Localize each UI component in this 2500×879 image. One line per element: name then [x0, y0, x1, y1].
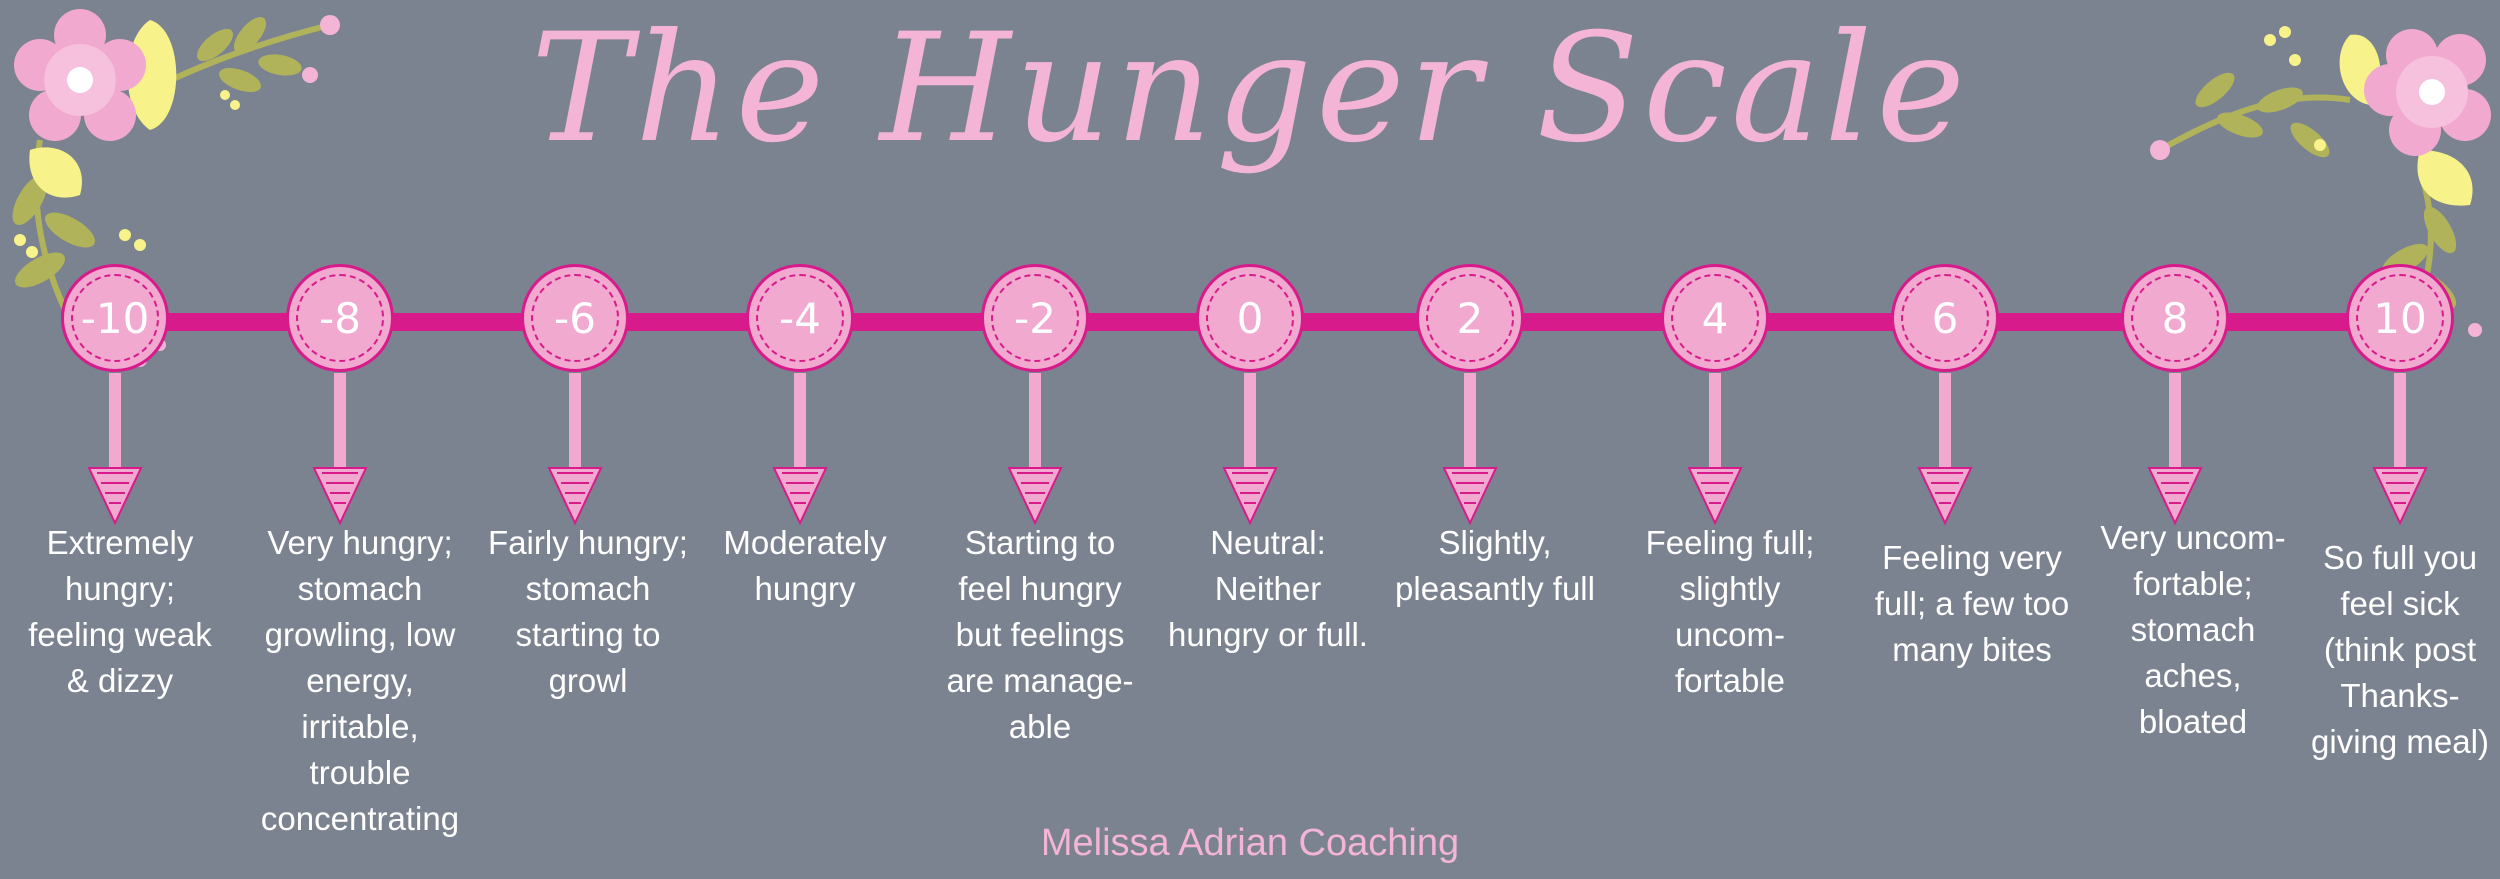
scale-value: 8 — [2161, 293, 2189, 343]
scale-value: 2 — [1456, 293, 1484, 343]
scale-value-badge: 2 — [1416, 264, 1524, 372]
down-arrow-icon — [87, 373, 143, 526]
scale-value-badge: -6 — [521, 264, 629, 372]
scale-description: Extremely hungry; feeling weak & dizzy — [28, 524, 212, 699]
scale-description: Very uncom-fortable; stomach aches, bloa… — [2100, 519, 2286, 740]
down-arrow-icon — [1687, 373, 1743, 526]
scale-description: Very hungry; stomach growling, low energ… — [260, 524, 460, 837]
down-arrow-icon — [1222, 373, 1278, 526]
down-arrow-icon — [2372, 373, 2428, 526]
floral-decoration-top-left — [12, 9, 340, 367]
scale-description: Feeling full; slightly uncom-fortable — [1645, 524, 1815, 699]
floral-decoration-top-right — [2150, 26, 2491, 337]
down-arrow-icon — [1917, 373, 1973, 526]
scale-value: -2 — [1014, 293, 1056, 343]
credit-text: Melissa Adrian Coaching — [1040, 822, 1460, 864]
scale-value: 0 — [1236, 293, 1264, 343]
scale-value-badge: 10 — [2346, 264, 2454, 372]
scale-description: Slightly, pleasantly full — [1395, 524, 1595, 607]
scale-value: -8 — [319, 293, 361, 343]
scale-value-badge: 0 — [1196, 264, 1304, 372]
scale-value: 6 — [1931, 293, 1959, 343]
scale-value: -4 — [779, 293, 821, 343]
scale-description: Fairly hungry; stomach starting to growl — [488, 524, 688, 699]
scale-value-badge: 8 — [2121, 264, 2229, 372]
scale-value-badge: -8 — [286, 264, 394, 372]
scale-description: So full you feel sick (think post Thanks… — [2311, 539, 2489, 760]
scale-description: Neutral: Neither hungry or full. — [1168, 524, 1368, 653]
scale-value-badge: 4 — [1661, 264, 1769, 372]
scale-description: Starting to feel hungry but feelings are… — [946, 524, 1134, 745]
scale-value: 4 — [1701, 293, 1729, 343]
down-arrow-icon — [1007, 373, 1063, 526]
scale-value-badge: -4 — [746, 264, 854, 372]
down-arrow-icon — [547, 373, 603, 526]
scale-description: Moderately hungry — [723, 524, 887, 607]
down-arrow-icon — [2147, 373, 2203, 526]
page-title: The Hunger Scale — [530, 2, 1970, 176]
down-arrow-icon — [772, 373, 828, 526]
scale-value-badge: -10 — [61, 264, 169, 372]
scale-description: Feeling very full; a few too many bites — [1874, 539, 2070, 668]
scale-value-badge: -2 — [981, 264, 1089, 372]
down-arrow-icon — [1442, 373, 1498, 526]
scale-value: 10 — [2373, 293, 2427, 343]
scale-value: -10 — [80, 293, 150, 343]
down-arrow-icon — [312, 373, 368, 526]
scale-value: -6 — [554, 293, 596, 343]
scale-value-badge: 6 — [1891, 264, 1999, 372]
